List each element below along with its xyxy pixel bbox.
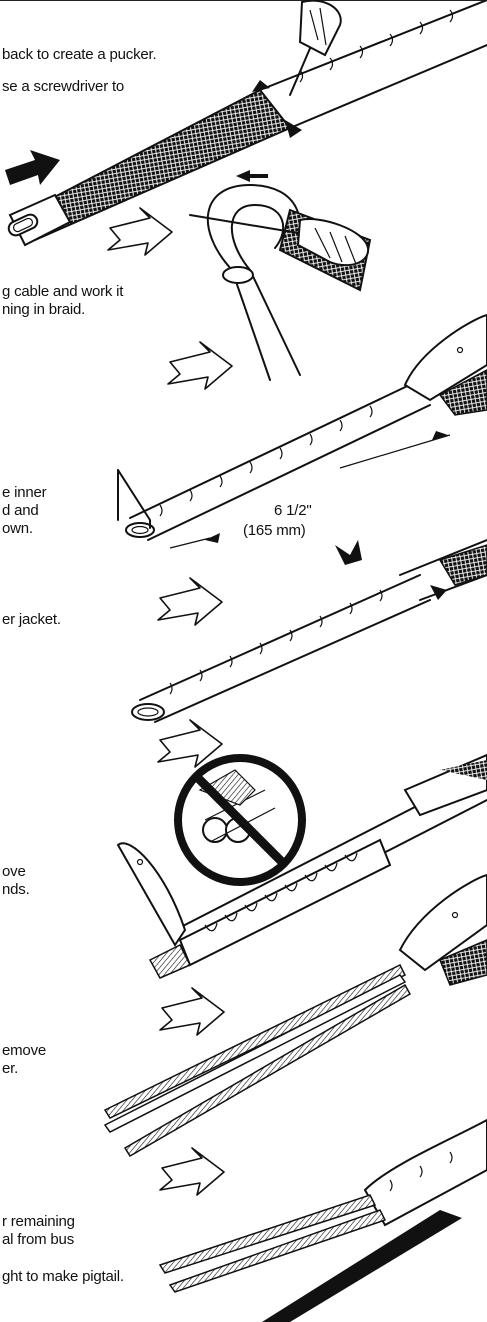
measurement-imperial: 6 1/2" xyxy=(274,502,312,519)
instruction-step3-line1: e inner xyxy=(2,484,47,501)
instruction-step5-line1: ove xyxy=(2,863,26,880)
instruction-step6-line1: emove xyxy=(2,1042,47,1059)
step1-cable-illustration xyxy=(7,0,487,247)
instruction-step6-line2: er. xyxy=(2,1060,19,1077)
step6-cable-illustration xyxy=(103,873,487,1158)
instruction-step2-line2: ning in braid. xyxy=(2,301,86,318)
hollow-arrow-2 xyxy=(167,341,233,390)
step3-cable-illustration xyxy=(117,313,487,541)
hollow-arrow-4 xyxy=(157,719,223,768)
screwdriver-step1 xyxy=(289,0,342,96)
instruction-step3-line2: d and xyxy=(2,502,39,519)
step8-pigtail-illustration xyxy=(262,1210,462,1322)
step4-cable-illustration xyxy=(131,539,487,723)
step7-cable-illustration xyxy=(158,1118,487,1293)
hollow-arrow-5 xyxy=(159,987,225,1036)
measurement-dimension-line xyxy=(169,431,451,549)
top-rule xyxy=(0,0,487,1)
instruction-step3-line3: own. xyxy=(2,520,33,537)
instruction-step7-line1: r remaining xyxy=(2,1213,75,1230)
hollow-arrow-1 xyxy=(107,207,173,256)
instruction-step8-line1: ght to make pigtail. xyxy=(2,1268,124,1285)
step5-cable-illustration xyxy=(116,753,487,979)
hollow-arrow-6 xyxy=(159,1147,225,1196)
instruction-step7-line2: al from bus xyxy=(2,1231,74,1248)
hollow-arrow-3 xyxy=(157,577,223,626)
instruction-step5-line2: nds. xyxy=(2,881,30,898)
pucker-arrows xyxy=(252,80,302,138)
instruction-step1-line2: se a screwdriver to xyxy=(2,78,125,95)
push-arrow-step1 xyxy=(5,150,60,185)
prohibition-icon xyxy=(174,754,306,886)
instruction-step4-line1: er jacket. xyxy=(2,611,61,628)
step2-bent-cable-illustration xyxy=(189,184,372,381)
instruction-step1-line1: back to create a pucker. xyxy=(2,46,157,63)
pull-arrow-step2 xyxy=(236,170,268,182)
instruction-step2-line1: g cable and work it xyxy=(2,283,124,300)
measurement-metric: (165 mm) xyxy=(243,522,306,539)
